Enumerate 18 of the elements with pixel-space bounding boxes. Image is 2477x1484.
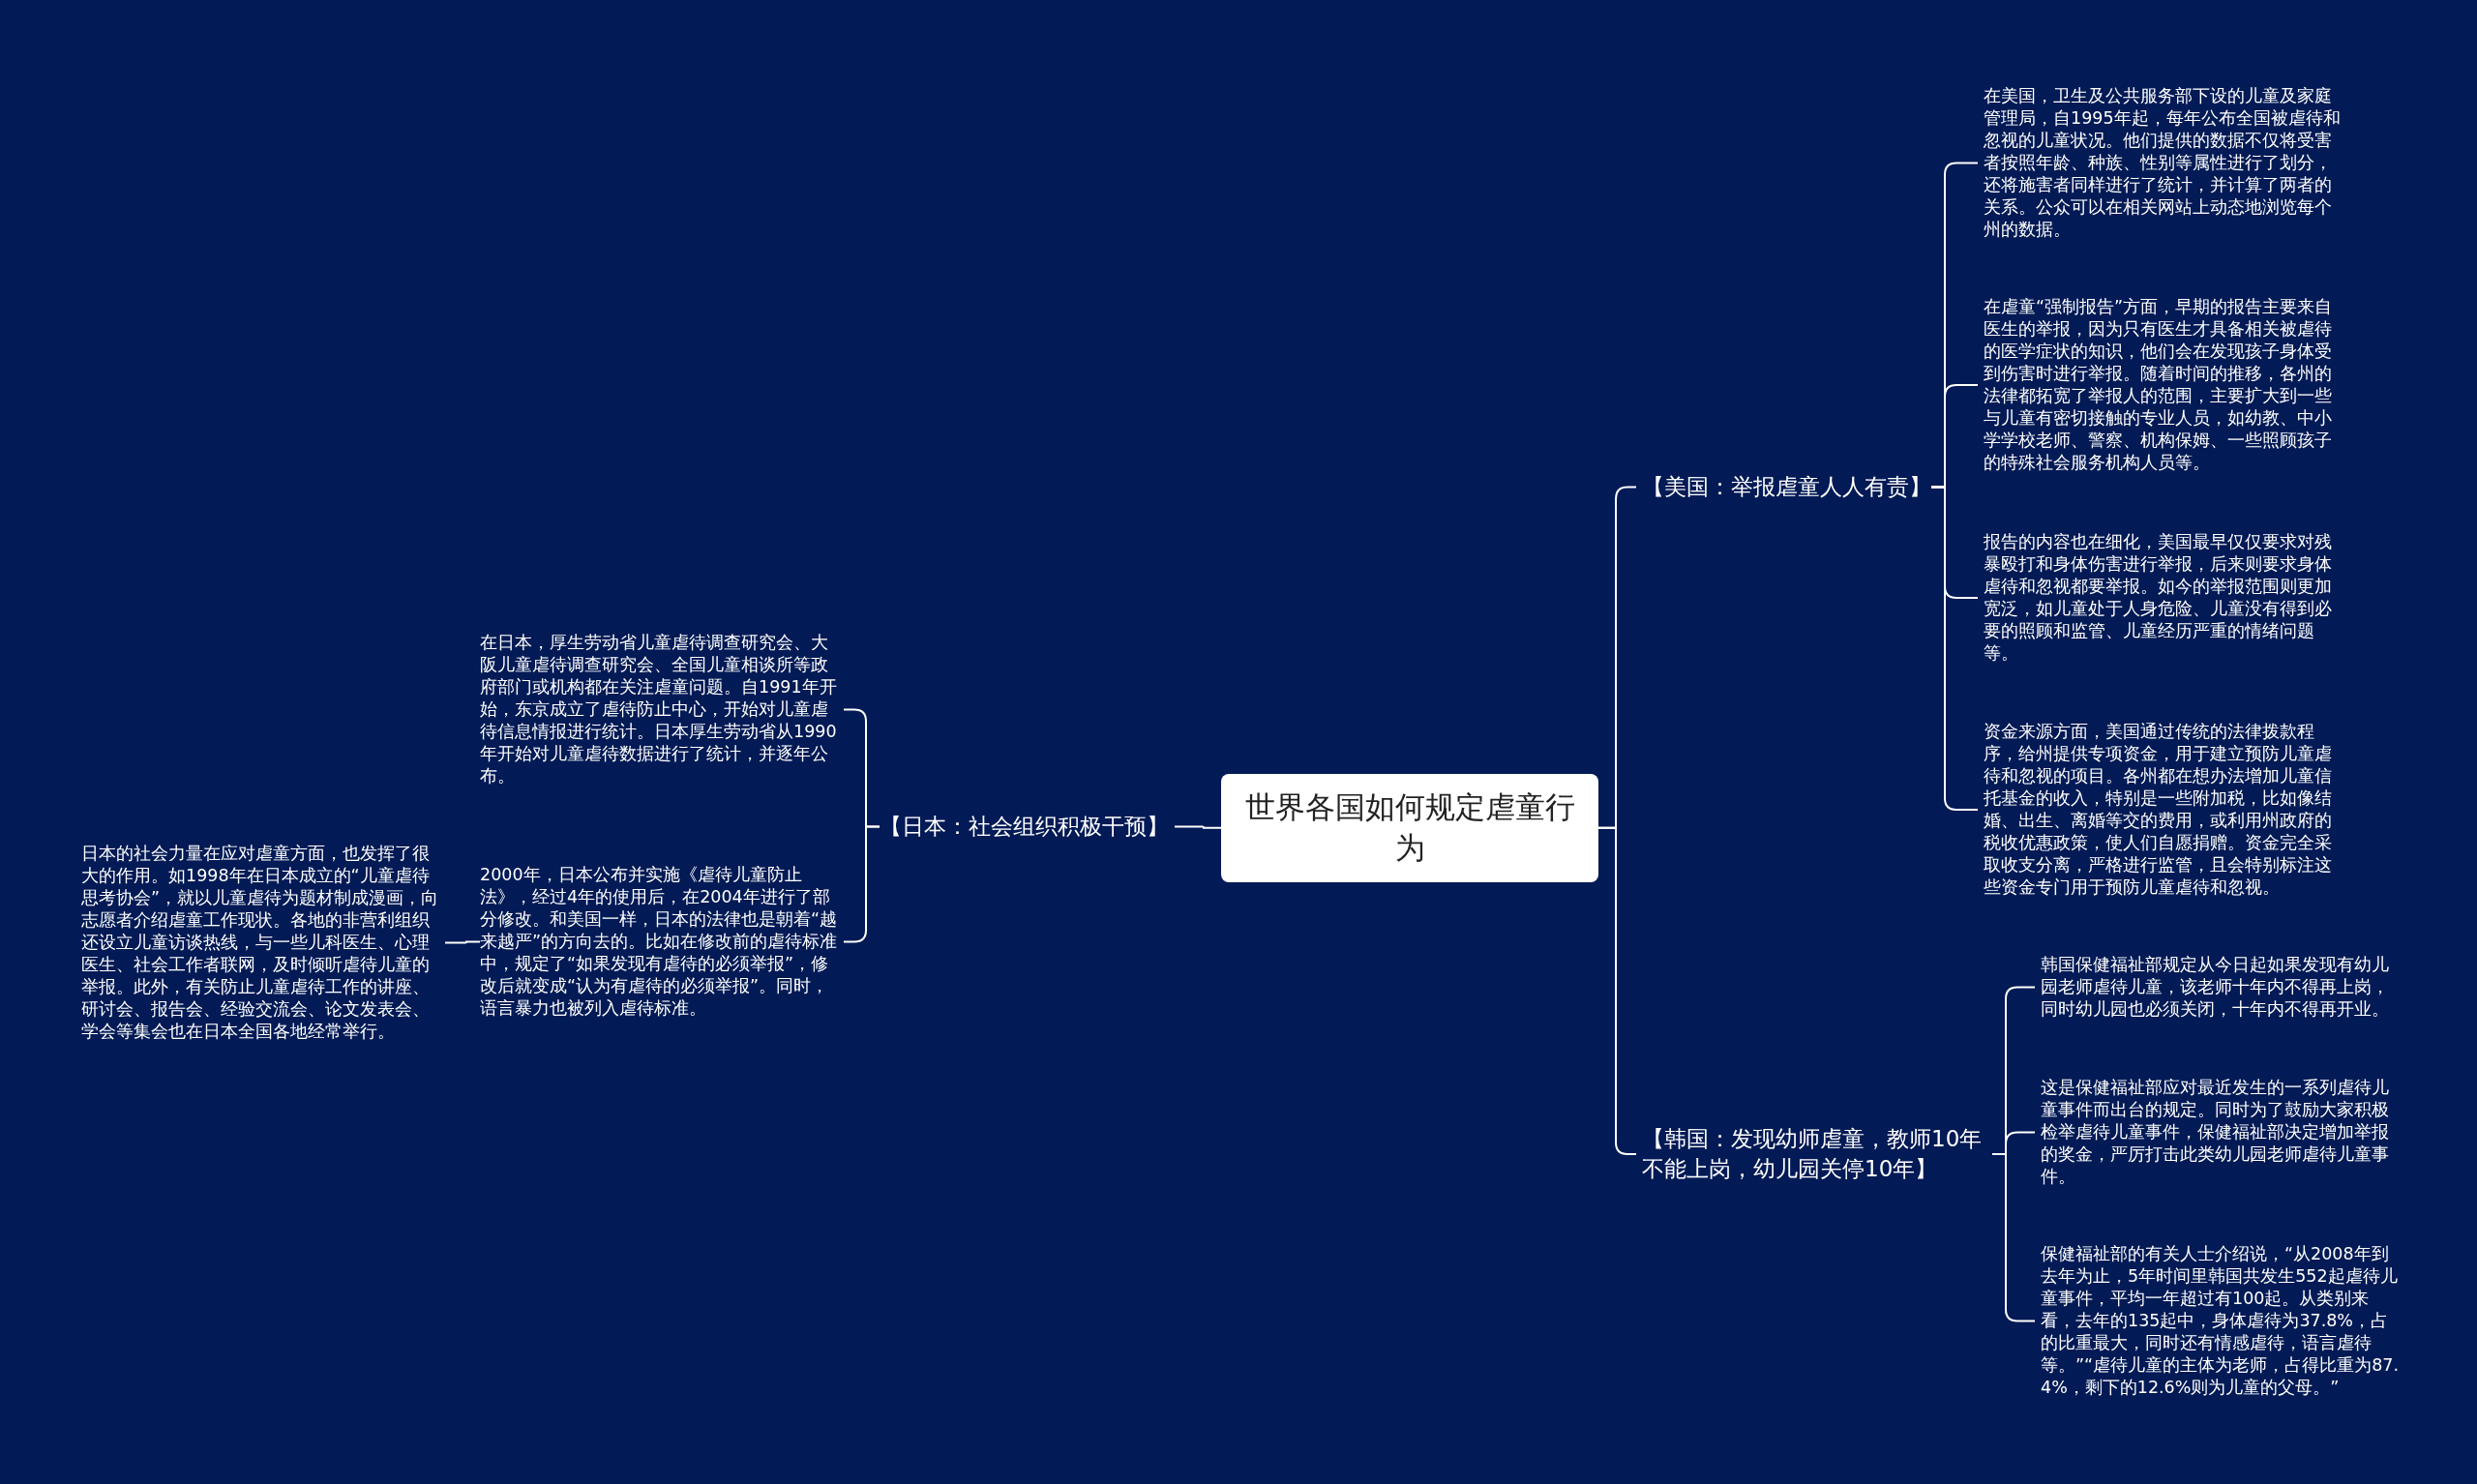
note-text: 在日本，厚生劳动省儿童虐待调查研究会、大阪儿童虐待调查研究会、全国儿童相谈所等政府部门或机构都在关注虐童问题。自1991年开始，东京成立了虐待防止中心，开始对儿童虐待信息情报进行统计。日本厚生劳动省从1990年开始对儿童虐待数据进行了统计，并逐年公布。 — [480, 632, 838, 787]
note-text: 报告的内容也在细化，美国最早仅仅要求对残暴殴打和身体伤害进行举报，后来则要求身体虐待和忽视都要举报。如今的举报范围则更加宽泛，如儿童处于人身危险、儿童没有得到必要的照顾和监管、儿童经历严重的情绪问题等。 — [1984, 531, 2333, 665]
branch-topic: 【美国：举报虐童人人有责】 — [1642, 473, 1931, 501]
note-text: 保健福祉部的有关人士介绍说，“从2008年到去年为止，5年时间里韩国共发生552起虐待儿童事件，平均一年超过有100起。从类别来看，去年的135起中，身体虐待为37.8%，占的比重最大，同时还有情感虐待，语言虐待等。”“虐待儿童的主体为老师，占得比重为87.4%，剩下的12.6%则为儿童的父母。” — [2041, 1243, 2400, 1399]
note-text: 这是保健福祉部应对最近发生的一系列虐待儿童事件而出台的规定。同时为了鼓励大家积极检举虐待儿童事件，保健福祉部决定增加举报的奖金，严厉打击此类幼儿园老师虐待儿童事件。 — [2041, 1077, 2390, 1188]
note-text: 在虐童“强制报告”方面，早期的报告主要来自医生的举报，因为只有医生才具备相关被虐待的医学症状的知识，他们会在发现孩子身体受到伤害时进行举报。随着时间的推移，各州的法律都拓宽了举报人的范围，主要扩大到一些与儿童有密切接触的专业人员，如幼教、中小学学校老师、警察、机构保姆、一些照顾孩子的特殊社会服务机构人员等。 — [1984, 296, 2334, 474]
connector-line — [1174, 825, 1222, 829]
branch-topic: 【韩国：发现幼师虐童，教师10年不能上岗，幼儿园关停10年】 — [1642, 1125, 1984, 1184]
branch-topic: 【日本：社会组织积极干预】 — [880, 813, 1169, 841]
central-topic-box — [1221, 774, 1598, 882]
note-text: 资金来源方面，美国通过传统的法律拨款程序，给州提供专项资金，用于建立预防儿童虐待和忽视的项目。各州都在想办法增加儿童信托基金的收入，特别是一些附加税，比如像结婚、出生、离婚等交的费用，或利用州政府的税收优惠政策，使人们自愿捐赠。资金完全采取收支分离，严格进行监管，且会特别标注这些资金专门用于预防儿童虐待和忽视。 — [1984, 721, 2333, 899]
note-text: 2000年，日本公布并实施《虐待儿童防止法》，经过4年的使用后，在2004年进行了部分修改。和美国一样，日本的法律也是朝着“越来越严”的方向去的。比如在修改前的虐待标准中，规定了“如果发现有虐待的必须举报”，修改后就变成“认为有虐待的必须举报”。同时，语言暴力也被列入虐待标准。 — [480, 864, 838, 1020]
connector-line — [444, 940, 481, 944]
note-text: 韩国保健福祉部规定从今日起如果发现有幼儿园老师虐待儿童，该老师十年内不得再上岗，同时幼儿园也必须关闭，十年内不得再开业。 — [2041, 954, 2390, 1021]
note-text: 日本的社会力量在应对虐童方面，也发挥了很大的作用。如1998年在日本成立的“儿童虐待思考协会”，就以儿童虐待为题材制成漫画，向志愿者介绍虐童工作现状。各地的非营利组织还设立儿童访谈热线，与一些儿科医生、心理医生、社会工作者联网，及时倾听虐待儿童的举报。此外，有关防止儿童虐待工作的讲座、研讨会、报告会、经验交流会、论文发表会、学会等集会也在日本全国各地经常举行。 — [81, 843, 439, 1043]
note-text: 在美国，卫生及公共服务部下设的儿童及家庭管理局，自1995年起，每年公布全国被虐待和忽视的儿童状况。他们提供的数据不仅将受害者按照年龄、种族、性别等属性进行了划分，还将施害者同样进行了统计，并计算了两者的关系。公众可以在相关网站上动态地浏览每个州的数据。 — [1984, 85, 2342, 241]
connector-line — [1930, 486, 1979, 811]
topic-title: 世界各国如何规定虐童行为 — [1243, 788, 1576, 867]
